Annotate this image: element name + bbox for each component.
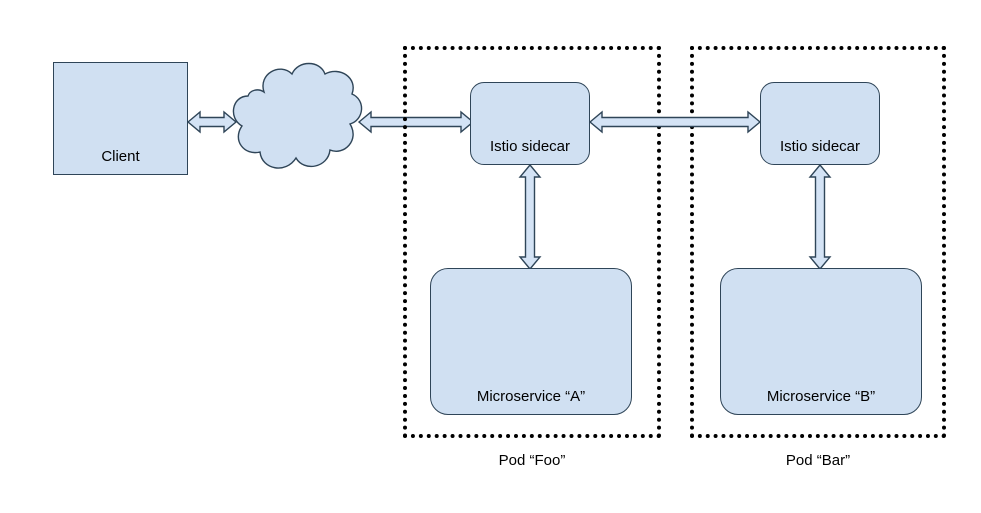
node-sidecar-bar-label: Istio sidecar — [779, 137, 861, 155]
node-microservice-a-label: Microservice “A” — [476, 387, 586, 405]
pod-bar-boundary — [690, 46, 946, 438]
arrow-client-cloud — [186, 104, 238, 140]
node-microservice-a[interactable]: Microservice “A” — [430, 268, 632, 415]
node-microservice-b[interactable]: Microservice “B” — [720, 268, 922, 415]
node-microservice-b-label: Microservice “B” — [766, 387, 876, 405]
node-sidecar-foo-label: Istio sidecar — [489, 137, 571, 155]
node-client-label: Client — [101, 147, 140, 165]
pod-foo-label: Pod “Foo” — [498, 452, 566, 469]
arrow-sidecar-foo-microservice-a — [512, 163, 548, 271]
pod-foo-boundary — [403, 46, 661, 438]
node-client[interactable]: Client — [53, 62, 188, 175]
pod-bar-label: Pod “Bar” — [785, 452, 851, 469]
node-sidecar-bar[interactable]: Istio sidecar — [760, 82, 880, 165]
node-network-cloud[interactable] — [228, 56, 368, 184]
arrow-sidecar-foo-sidecar-bar — [588, 104, 762, 140]
node-sidecar-foo[interactable]: Istio sidecar — [470, 82, 590, 165]
arrow-sidecar-bar-microservice-b — [802, 163, 838, 271]
